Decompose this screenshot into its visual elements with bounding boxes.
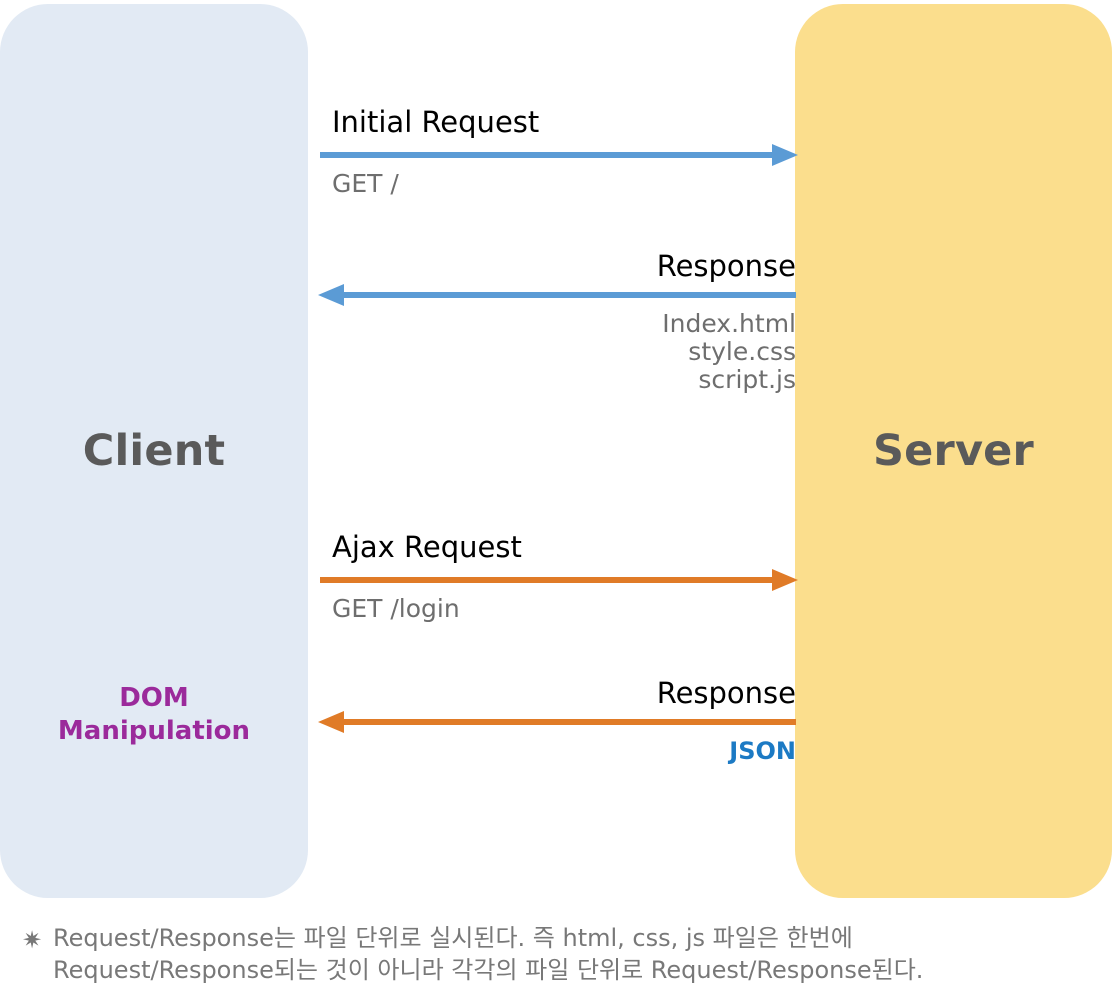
message-subtitle: GET /: [332, 169, 399, 198]
asterisk-icon: ✷: [22, 926, 43, 954]
footer-note: ✷ Request/Response는 파일 단위로 실시된다. 즉 html,…: [22, 922, 1092, 986]
dom-manipulation-note: DOM Manipulation: [57, 683, 251, 746]
message-subtitle: GET /login: [332, 594, 460, 623]
message-title: Initial Request: [332, 105, 540, 139]
server-label: Server: [873, 425, 1034, 476]
message-title: Ajax Request: [332, 530, 522, 564]
server-actor-box: Server: [795, 4, 1112, 898]
message-title: Response: [656, 249, 796, 283]
message-subtitle-json: JSON: [729, 737, 796, 765]
arrow-initial-response: [318, 284, 796, 306]
footer-note-text: Request/Response는 파일 단위로 실시된다. 즉 html, c…: [53, 924, 924, 985]
arrow-ajax-response: [318, 711, 796, 733]
arrow-initial-request: [320, 144, 798, 166]
client-actor-box: Client: [0, 4, 308, 898]
message-subtitle: Index.html style.css script.js: [662, 309, 796, 394]
message-title: Response: [656, 676, 796, 710]
arrow-ajax-request: [320, 569, 798, 591]
client-label: Client: [82, 425, 226, 476]
